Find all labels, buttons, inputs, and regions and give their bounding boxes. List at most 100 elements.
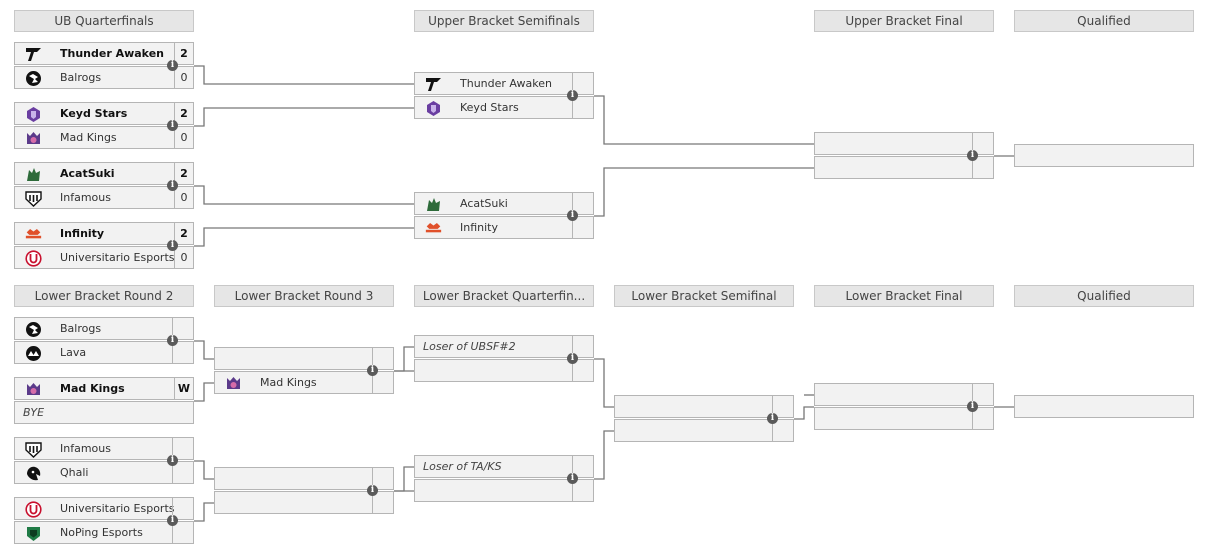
match-slot-bottom[interactable]: Qhali bbox=[14, 461, 194, 484]
ub-qf-match-2[interactable]: Keyd Stars 2 Mad Kings 0 i bbox=[14, 102, 194, 150]
match-info-icon[interactable]: i bbox=[167, 455, 178, 466]
match-slot-bottom[interactable]: Keyd Stars bbox=[414, 96, 594, 119]
team-score: 0 bbox=[174, 186, 193, 209]
match-info-icon[interactable]: i bbox=[367, 365, 378, 376]
match-info-icon[interactable]: i bbox=[967, 150, 978, 161]
match-info-icon[interactable]: i bbox=[167, 60, 178, 71]
match-slot-bottom[interactable]: Infinity bbox=[414, 216, 594, 239]
match-slot-bottom[interactable] bbox=[214, 491, 394, 514]
ub-sf-match-2[interactable]: AcatSuki Infinity i bbox=[414, 192, 594, 240]
match-slot-top[interactable]: Keyd Stars 2 bbox=[14, 102, 194, 125]
match-info-icon[interactable]: i bbox=[567, 210, 578, 221]
team-score: 0 bbox=[174, 66, 193, 89]
team-score: 0 bbox=[174, 126, 193, 149]
placeholder-label: Loser of TA/KS bbox=[423, 460, 502, 473]
lb-qf-match-2[interactable]: Loser of TA/KS i bbox=[414, 455, 594, 503]
ub-qf-match-3[interactable]: AcatSuki 2 Infamous 0 i bbox=[14, 162, 194, 210]
match-info-icon[interactable]: i bbox=[167, 240, 178, 251]
header-lb-round2: Lower Bracket Round 2 bbox=[14, 285, 194, 307]
bye-label: BYE bbox=[23, 406, 45, 419]
team-score: 2 bbox=[174, 102, 193, 125]
match-slot-bottom[interactable]: Mad Kings 0 bbox=[14, 126, 194, 149]
team-name: Balrogs bbox=[60, 71, 102, 84]
lb-r2-match-3[interactable]: Infamous Qhali i bbox=[14, 437, 194, 485]
match-slot-bottom[interactable] bbox=[414, 359, 594, 382]
lb-r3-match-2[interactable]: i bbox=[214, 467, 394, 515]
lb-r2-match-4[interactable]: Universitario Esports NoPing Esports i bbox=[14, 497, 194, 545]
team-name: Keyd Stars bbox=[460, 101, 519, 114]
match-slot-bottom[interactable]: NoPing Esports bbox=[14, 521, 194, 544]
acatsuki-logo-icon bbox=[25, 166, 42, 183]
match-slot-top[interactable] bbox=[814, 383, 994, 406]
match-slot-bottom[interactable]: Universitario Esports 0 bbox=[14, 246, 194, 269]
team-name: Mad Kings bbox=[60, 382, 125, 395]
header-ub-quarterfinals: UB Quarterfinals bbox=[14, 10, 194, 32]
match-slot-bottom[interactable] bbox=[614, 419, 794, 442]
match-slot-top[interactable]: Infinity 2 bbox=[14, 222, 194, 245]
match-slot-top[interactable] bbox=[214, 467, 394, 490]
infinity-logo-icon bbox=[425, 220, 442, 237]
match-slot-top[interactable]: AcatSuki 2 bbox=[14, 162, 194, 185]
mad-kings-logo-icon bbox=[25, 381, 42, 398]
match-slot-bottom[interactable]: BYE bbox=[14, 401, 194, 424]
team-score: W bbox=[174, 377, 193, 400]
match-info-icon[interactable]: i bbox=[167, 515, 178, 526]
header-ub-final: Upper Bracket Final bbox=[814, 10, 994, 32]
match-info-icon[interactable]: i bbox=[167, 180, 178, 191]
ub-sf-match-1[interactable]: Thunder Awaken Keyd Stars i bbox=[414, 72, 594, 120]
match-slot-bottom[interactable] bbox=[814, 407, 994, 430]
lb-qf-match-1[interactable]: Loser of UBSF#2 i bbox=[414, 335, 594, 383]
team-score: 2 bbox=[174, 162, 193, 185]
ub-qf-match-1[interactable]: Thunder Awaken 2 Balrogs 0 i bbox=[14, 42, 194, 90]
match-slot-bottom[interactable]: Mad Kings bbox=[214, 371, 394, 394]
match-info-icon[interactable]: i bbox=[567, 473, 578, 484]
match-info-icon[interactable]: i bbox=[767, 413, 778, 424]
match-slot-bottom[interactable]: Infamous 0 bbox=[14, 186, 194, 209]
team-name: Universitario Esports bbox=[60, 251, 175, 264]
placeholder-label: Loser of UBSF#2 bbox=[423, 340, 516, 353]
lb-final-match[interactable]: i bbox=[814, 383, 994, 431]
lb-qualified-slot[interactable] bbox=[1014, 395, 1194, 418]
keyd-stars-logo-icon bbox=[425, 100, 442, 117]
match-slot-top[interactable]: Infamous bbox=[14, 437, 194, 460]
ub-qualified-slot[interactable] bbox=[1014, 144, 1194, 167]
match-slot-top[interactable]: Balrogs bbox=[14, 317, 194, 340]
lb-r2-match-2[interactable]: Mad Kings W BYE bbox=[14, 377, 194, 425]
team-name: Thunder Awaken bbox=[60, 47, 164, 60]
match-slot-top[interactable] bbox=[614, 395, 794, 418]
thunder-awaken-logo-icon bbox=[25, 46, 42, 63]
match-slot-top[interactable]: Loser of TA/KS bbox=[414, 455, 594, 478]
match-info-icon[interactable]: i bbox=[167, 120, 178, 131]
match-info-icon[interactable]: i bbox=[367, 485, 378, 496]
match-slot-top[interactable]: Loser of UBSF#2 bbox=[414, 335, 594, 358]
team-name: Universitario Esports bbox=[60, 502, 175, 515]
match-slot-top[interactable]: AcatSuki bbox=[414, 192, 594, 215]
team-name: Qhali bbox=[60, 466, 89, 479]
mad-kings-logo-icon bbox=[25, 130, 42, 147]
team-name: Keyd Stars bbox=[60, 107, 128, 120]
match-info-icon[interactable]: i bbox=[167, 335, 178, 346]
match-slot-bottom[interactable]: Balrogs 0 bbox=[14, 66, 194, 89]
team-name: Infamous bbox=[60, 191, 111, 204]
match-slot-top[interactable]: Thunder Awaken bbox=[414, 72, 594, 95]
match-slot-bottom[interactable] bbox=[814, 156, 994, 179]
match-info-icon[interactable]: i bbox=[567, 353, 578, 364]
match-slot-top[interactable]: Mad Kings W bbox=[14, 377, 194, 400]
ub-qf-match-4[interactable]: Infinity 2 Universitario Esports 0 i bbox=[14, 222, 194, 270]
match-slot-top[interactable]: Universitario Esports bbox=[14, 497, 194, 520]
infamous-logo-icon bbox=[25, 190, 42, 207]
lb-sf-match[interactable]: i bbox=[614, 395, 794, 443]
match-info-icon[interactable]: i bbox=[967, 401, 978, 412]
lb-r2-match-1[interactable]: Balrogs Lava i bbox=[14, 317, 194, 365]
ub-final-match[interactable]: i bbox=[814, 132, 994, 180]
match-slot-top[interactable] bbox=[814, 132, 994, 155]
header-lb-final: Lower Bracket Final bbox=[814, 285, 994, 307]
match-info-icon[interactable]: i bbox=[567, 90, 578, 101]
header-lb-round3: Lower Bracket Round 3 bbox=[214, 285, 394, 307]
match-slot-top[interactable]: Thunder Awaken 2 bbox=[14, 42, 194, 65]
match-slot-bottom[interactable] bbox=[414, 479, 594, 502]
match-slot-bottom[interactable]: Lava bbox=[14, 341, 194, 364]
lb-r3-match-1[interactable]: Mad Kings i bbox=[214, 347, 394, 395]
match-slot-top[interactable] bbox=[214, 347, 394, 370]
